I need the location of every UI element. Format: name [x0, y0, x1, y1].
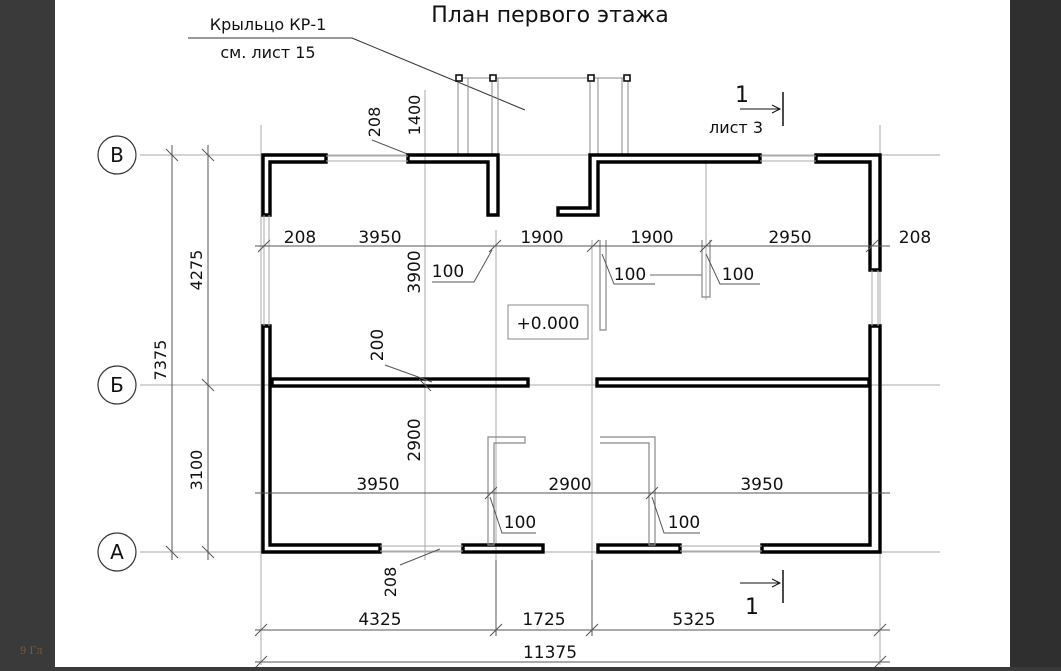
viewer-right-margin [1010, 0, 1061, 667]
level-mark: +0.000 [507, 304, 589, 340]
footer-caption: 9 Гл [20, 646, 43, 657]
tick-200 [418, 378, 432, 392]
section-mark-bottom [740, 570, 784, 603]
dim-200: 200 [368, 329, 388, 361]
dim-3900: 3900 [405, 250, 425, 293]
dim-top-208: 208 [365, 107, 384, 138]
plan-title: План первого этажа [431, 3, 668, 28]
dim-2900-vertical: 2900 [405, 418, 425, 461]
section-mark-top [740, 92, 784, 126]
dim-top-208-leader [371, 139, 411, 156]
dim-3100: 3100 [187, 450, 206, 491]
dim-row-1900-b: 1900 [630, 228, 673, 248]
dim-row-1900-a: 1900 [520, 228, 563, 248]
lower-100-callouts [489, 496, 700, 534]
dim-7375: 7375 [151, 340, 170, 381]
dim-100-b: 100 [614, 265, 646, 285]
dim-total-1725: 1725 [522, 610, 565, 630]
dim-bottom-100-b: 100 [668, 513, 700, 533]
left-dimension-lines [165, 145, 215, 560]
upper-dimension-row [255, 239, 890, 253]
dim-total-11375: 11375 [523, 643, 577, 663]
dim-total-5325: 5325 [672, 610, 715, 630]
dim-top-1400: 1400 [405, 95, 424, 136]
walls [261, 153, 882, 554]
dim-row-208-right: 208 [899, 228, 931, 248]
section-sheet-ref: лист 3 [709, 118, 763, 137]
porch-label-line1: Крыльцо КР-1 [210, 15, 327, 34]
dim-row-2950: 2950 [768, 228, 811, 248]
porch-label-line2: см. лист 15 [220, 43, 315, 62]
dim-200-leader [384, 364, 433, 383]
dim-bottom-100-a: 100 [504, 513, 536, 533]
dim-bottom-2900: 2900 [548, 475, 591, 495]
porch-post-markers [455, 74, 631, 82]
section-number-top: 1 [735, 83, 749, 108]
axis-label-b: Б [110, 373, 124, 397]
porch-callout: Крыльцо КР-1 см. лист 15 [188, 15, 526, 111]
bottom-dimension-lines [254, 560, 890, 669]
dim-100-a: 100 [432, 262, 464, 282]
axis-bubble-v: В [97, 135, 137, 175]
dim-bottom-3950-a: 3950 [356, 475, 399, 495]
axis-label-a: А [110, 540, 124, 564]
axis-label-v: В [110, 143, 124, 167]
partitions [487, 240, 711, 546]
lower-dimension-row [255, 486, 890, 500]
dim-100-c: 100 [722, 265, 754, 285]
window-openings [263, 155, 879, 552]
dim-bottom-208-leader [399, 548, 441, 566]
dim-row-208-left: 208 [284, 228, 316, 248]
axis-bubble-b: Б [97, 365, 137, 405]
floor-plan-drawing: План первого этажа Крыльцо КР-1 см. лист… [97, 3, 940, 669]
dim-bottom-208: 208 [381, 567, 400, 598]
section-number-bottom: 1 [745, 595, 759, 620]
level-value: +0.000 [517, 314, 580, 334]
dim-total-4325: 4325 [358, 610, 401, 630]
dim-4275: 4275 [187, 250, 206, 291]
porch-posts [457, 77, 629, 155]
porch-leader-diag [351, 37, 526, 111]
dim-bottom-3950-b: 3950 [740, 475, 783, 495]
drawing-sheet: План первого этажа Крыльцо КР-1 см. лист… [55, 0, 1010, 669]
axis-bubble-a: А [97, 532, 137, 572]
viewer-left-margin [0, 0, 55, 667]
dim-row-3950-left: 3950 [358, 228, 401, 248]
upper-100-callouts [432, 249, 760, 285]
